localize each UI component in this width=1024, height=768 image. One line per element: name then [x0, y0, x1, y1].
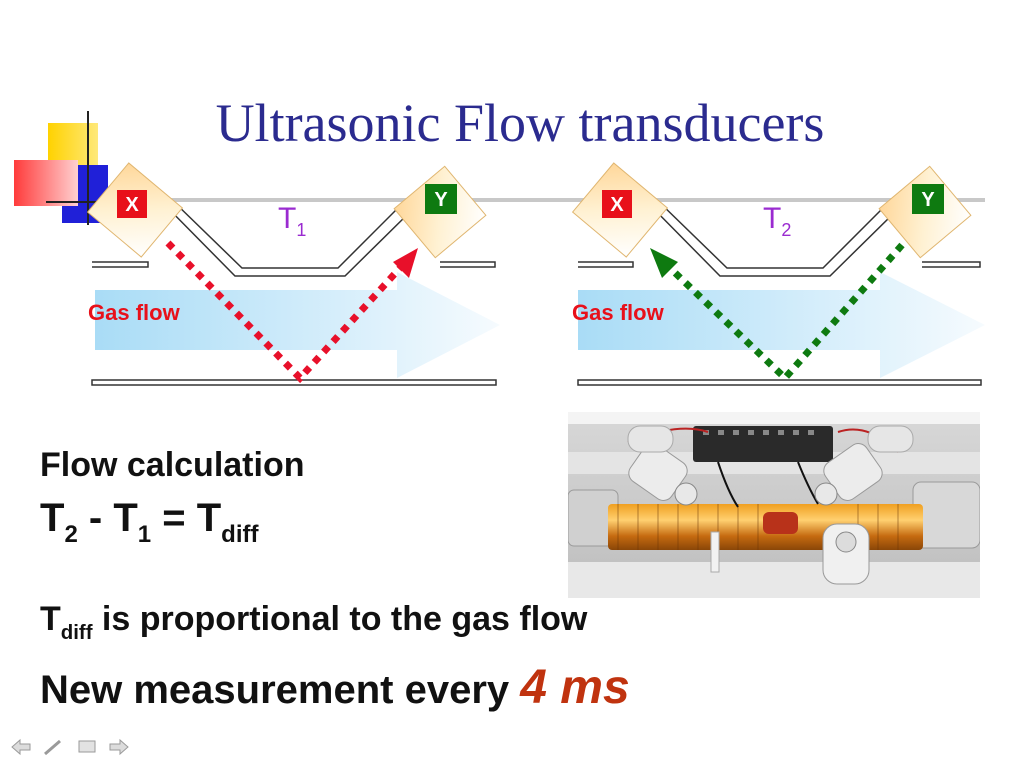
pipe-channel-left-inner [171, 199, 405, 269]
x-badge-right: X [610, 194, 624, 216]
gas-flow-arrow-left [95, 272, 500, 378]
x-badge-left: X [125, 194, 139, 216]
y-badge-right-bg [912, 184, 944, 214]
y-badge-right: Y [921, 189, 935, 211]
pipe-channel-right-inner [656, 199, 890, 269]
corner-decoration [14, 111, 140, 225]
diagram-right: X Y T2 Gas flow [571, 162, 985, 386]
pen-icon[interactable] [42, 738, 66, 758]
menu-icon[interactable] [76, 738, 100, 758]
t2-label: T2 [763, 202, 791, 240]
proportional-statement: Tdiff is proportional to the gas flow [40, 600, 588, 645]
corner-red-square [14, 160, 78, 206]
gas-flow-label-left: Gas flow [88, 300, 181, 325]
pipe-channel-left-outer [159, 199, 413, 277]
transducer-diagrams: X Y T1 Gas flow X Y T2 Gas flow [86, 162, 985, 386]
arrow-left-icon[interactable] [10, 738, 34, 758]
signal-arrowhead-t1 [393, 248, 418, 278]
slide-navigation [10, 738, 140, 758]
flow-formula: T2 - T1 = Tdiff [40, 496, 259, 548]
signal-arrowhead-t2 [650, 248, 678, 278]
t1-label: T1 [278, 202, 306, 240]
pipe-bottom-left [91, 379, 497, 386]
pipe-wall-left-right [440, 261, 496, 268]
measurement-interval: 4 ms [520, 661, 630, 714]
y-badge-left: Y [434, 189, 448, 211]
pipe-channel-right-outer [644, 199, 898, 277]
diagram-left: X Y T1 Gas flow [86, 162, 500, 386]
arrow-right-icon[interactable] [108, 738, 132, 758]
pipe-bottom-right [577, 379, 982, 386]
pipe-wall-right-left [578, 261, 634, 268]
measurement-statement: New measurement every 4 ms [40, 661, 630, 714]
page-title: Ultrasonic Flow transducers [215, 93, 825, 153]
y-badge-left-bg [425, 184, 457, 214]
pipe-wall-left-upper [92, 261, 149, 268]
pipe-wall-right-right [922, 261, 981, 268]
x-badge-left-bg [117, 190, 147, 218]
gas-flow-label-right: Gas flow [572, 300, 665, 325]
x-badge-right-bg [602, 190, 632, 218]
signal-path-t2 [667, 242, 905, 384]
flow-calculation-heading: Flow calculation [40, 446, 305, 484]
signal-path-t1 [165, 240, 403, 384]
gas-flow-arrow-right [578, 272, 985, 378]
flow-sensor-photo [568, 412, 980, 598]
